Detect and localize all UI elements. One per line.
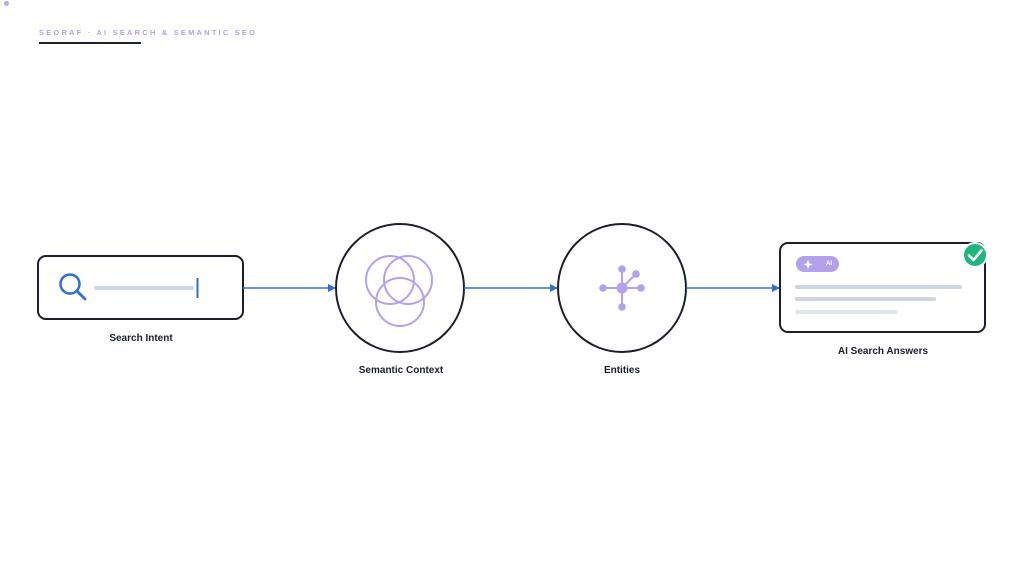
brand-underline: [39, 42, 141, 44]
check-badge-icon: [962, 242, 988, 268]
accent-dot: [4, 1, 9, 6]
step-label-semantic-context: Semantic Context: [358, 365, 444, 376]
ai-answers-node: [779, 242, 988, 333]
search-icon: [59, 273, 87, 301]
step-label-entities: Entities: [603, 365, 641, 376]
sparkle-icon: [803, 260, 813, 269]
answer-line-2: [795, 297, 936, 301]
ai-badge-pill: [796, 256, 839, 272]
venn-circles-icon: [365, 255, 433, 327]
entity-graph-icon: [599, 265, 645, 311]
search-intent-node: [37, 255, 244, 320]
ai-answer-card-icon: [795, 256, 962, 314]
answer-line-1: [795, 285, 962, 289]
answer-line-3: [795, 310, 898, 314]
semantic-context-node: [335, 223, 465, 353]
search-query-bar: [94, 286, 194, 290]
step-label-ai-search-answers: AI Search Answers: [837, 346, 929, 357]
ai-badge-label: AI: [826, 261, 832, 267]
step-label-search-intent: Search Intent: [109, 333, 173, 344]
text-cursor: [196, 278, 199, 298]
entities-node: [557, 223, 687, 353]
brand-title: SEORAF · AI SEARCH & SEMANTIC SEO: [39, 28, 258, 37]
